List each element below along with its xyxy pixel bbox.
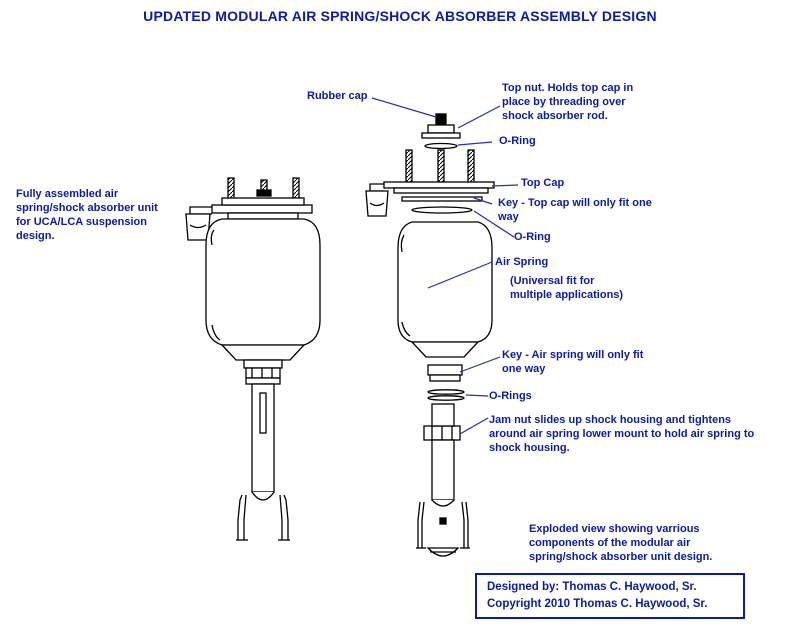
callout-o-rings	[465, 394, 489, 397]
callout-top-cap	[491, 184, 519, 187]
credit-copyright: Copyright 2010 Thomas C. Haywood, Sr.	[487, 598, 708, 610]
callout-o-ring-top	[457, 141, 493, 146]
label-o-ring-mid: O-Ring	[514, 231, 551, 243]
callout-key-air	[459, 356, 501, 373]
callout-key-top	[473, 197, 493, 205]
label-air-spring: Air Spring	[495, 256, 549, 268]
credit-designed-by: Designed by: Thomas C. Haywood, Sr.	[487, 581, 697, 593]
callout-lines	[371, 97, 519, 435]
label-universal-fit: (Universal fit for multiple applications…	[510, 275, 624, 301]
callout-air-spring	[427, 261, 493, 289]
label-key-air-spring: Key - Air spring will only fit one way	[502, 349, 644, 375]
label-o-ring-top: O-Ring	[499, 135, 536, 147]
exploded-unit	[365, 113, 495, 557]
label-o-rings: O-Rings	[489, 390, 532, 402]
label-top-nut: Top nut. Holds top cap in place by threa…	[502, 82, 634, 122]
label-top-cap: Top Cap	[521, 177, 565, 189]
label-rubber-cap: Rubber cap	[307, 90, 368, 102]
assembled-unit	[185, 177, 321, 541]
label-key-top-cap: Key - Top cap will only fit one way	[498, 197, 652, 223]
credit-box: Designed by: Thomas C. Haywood, Sr. Copy…	[475, 573, 745, 619]
label-jam-nut: Jam nut slides up shock housing and tigh…	[489, 414, 755, 454]
label-exploded-view: Exploded view showing varrious component…	[529, 523, 713, 563]
callout-jam-nut	[459, 417, 489, 435]
label-fully-assembled: Fully assembled air spring/shock absorbe…	[16, 188, 158, 242]
diagram-title: UPDATED MODULAR AIR SPRING/SHOCK ABSORBE…	[143, 8, 657, 24]
callout-top-nut	[457, 105, 501, 129]
callout-o-ring-mid	[473, 210, 515, 238]
callout-rubber-cap	[371, 97, 437, 118]
